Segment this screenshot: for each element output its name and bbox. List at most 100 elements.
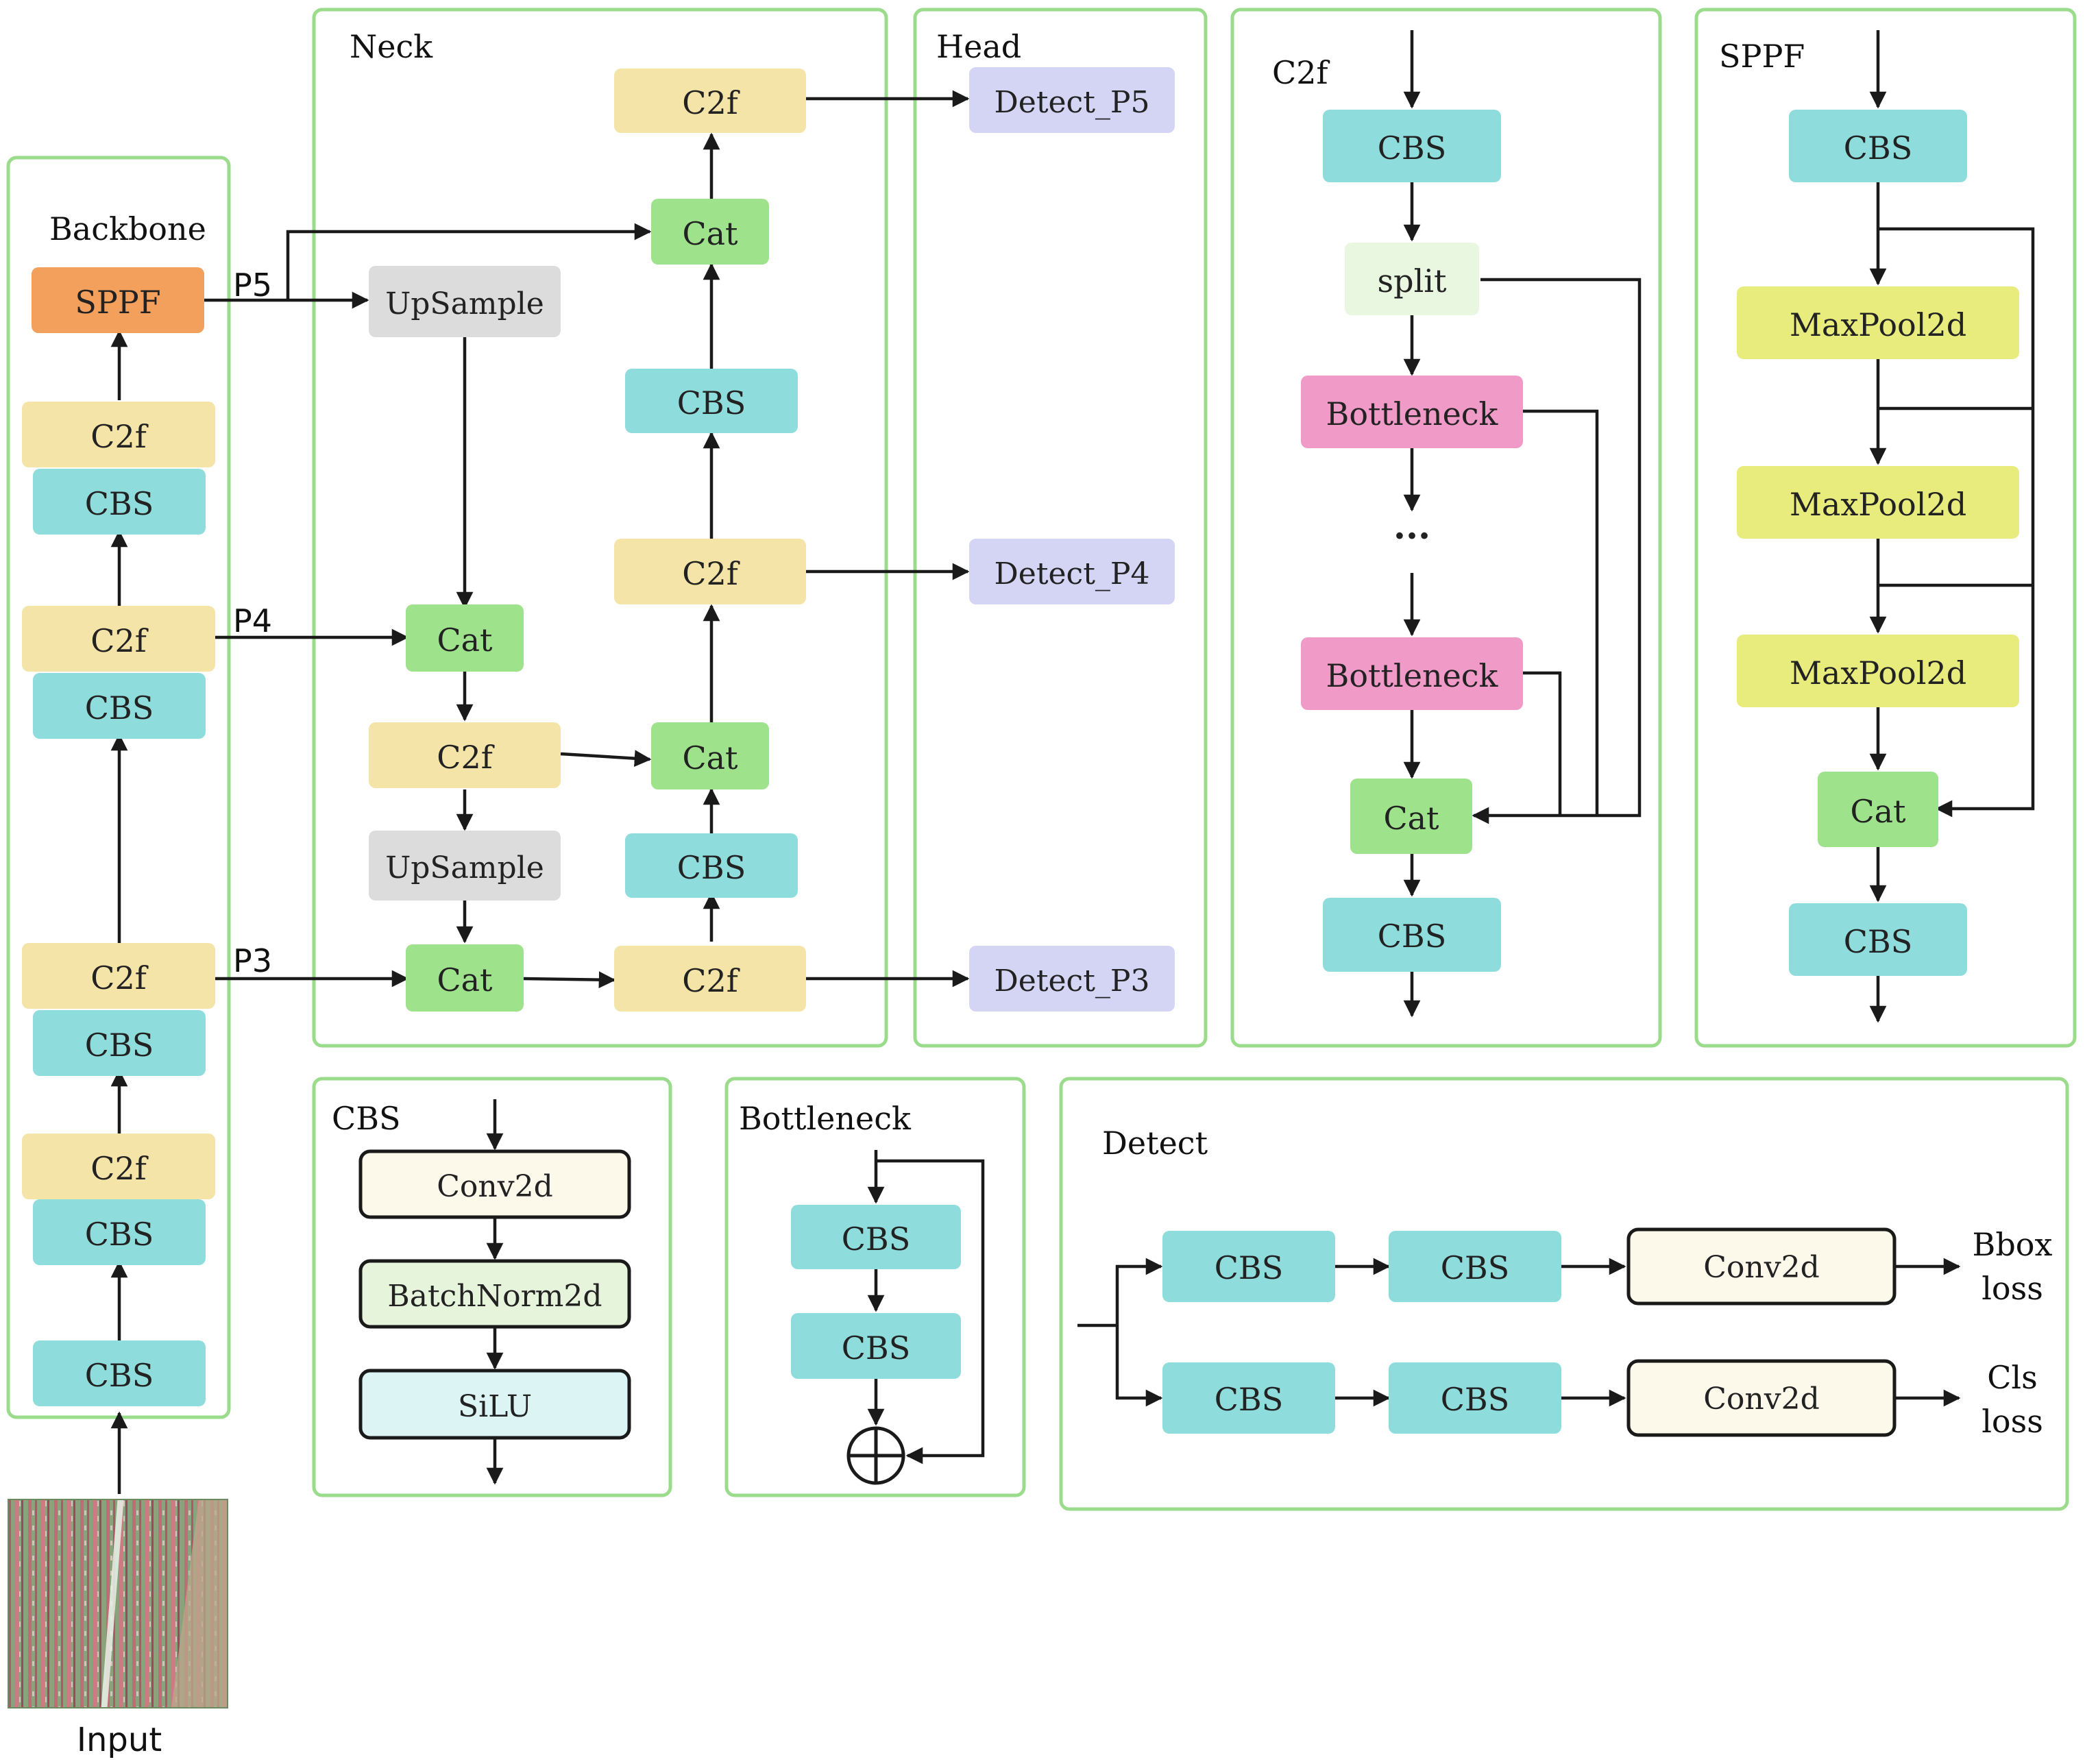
p3-label: P3	[233, 942, 272, 979]
bottleneck-title: Bottleneck	[739, 1100, 912, 1137]
cbs-title: CBS	[332, 1100, 401, 1137]
det-conv2d-top: Conv2d	[1626, 1227, 1897, 1306]
neck-cat-right: Cat	[651, 722, 769, 789]
c2f-cat-label: Cat	[1383, 800, 1439, 837]
backbone-c2f-1: C2f	[22, 402, 215, 467]
bn-cbs-label: CBS	[842, 1221, 911, 1258]
neck-panel	[312, 8, 888, 1048]
det-conv2d-label: Conv2d	[1703, 1382, 1820, 1417]
det-cbs-label: CBS	[1215, 1381, 1284, 1418]
backbone-cbs-1: CBS	[33, 469, 206, 535]
det-conv2d-bottom: Conv2d	[1626, 1359, 1897, 1437]
backbone-c2f-label: C2f	[90, 418, 148, 455]
c2f-panel	[1230, 8, 1662, 1048]
det-cbs-b2: CBS	[1389, 1362, 1561, 1434]
sppf-cat-label: Cat	[1850, 793, 1906, 830]
bn-cbs-2: CBS	[791, 1313, 961, 1379]
head-blocks: Detect_P5 Detect_P4 Detect_P3	[969, 67, 1175, 1012]
detect-detail-blocks: CBS CBS Conv2d CBS CBS Conv2d Bbox loss …	[1162, 1226, 2052, 1440]
bn-cbs-label: CBS	[842, 1330, 911, 1367]
detect-title: Detect	[1102, 1125, 1208, 1162]
neck-cat-label: Cat	[437, 961, 493, 999]
backbone-title: Backbone	[49, 210, 206, 247]
neck-cat-top: Cat	[651, 199, 769, 265]
arrow-detect-branch-bottom	[1115, 1325, 1163, 1407]
neck-c2f-label: C2f	[682, 962, 740, 999]
cbs-silu: SiLU	[358, 1369, 631, 1440]
c2f-title: C2f	[1272, 54, 1330, 91]
neck-cat-label: Cat	[682, 215, 738, 252]
sppf-cbs-label: CBS	[1844, 923, 1913, 960]
sppf-cbs-top: CBS	[1789, 110, 1967, 182]
sppf-maxpool-1: MaxPool2d	[1737, 286, 2019, 359]
c2f-bottleneck-label: Bottleneck	[1326, 657, 1499, 694]
backbone-c2f-label: C2f	[90, 959, 148, 996]
det-cbs-t2: CBS	[1389, 1231, 1561, 1302]
neck-c2f-label: C2f	[682, 84, 740, 121]
det-cbs-t1: CBS	[1162, 1231, 1335, 1302]
bbox-loss-line2: loss	[1982, 1270, 2043, 1307]
neck-blocks: C2f Cat UpSample CBS C2f Cat C2f Cat	[369, 69, 806, 1012]
bottleneck-detail-blocks: CBS CBS	[791, 1205, 961, 1485]
detect-panel	[1059, 1077, 2069, 1511]
c2f-split: split	[1345, 243, 1479, 315]
sppf-maxpool-label: MaxPool2d	[1790, 486, 1966, 523]
sppf-cat: Cat	[1818, 772, 1938, 847]
cbs-batchnorm-label: BatchNorm2d	[387, 1279, 602, 1314]
sppf-maxpool-3: MaxPool2d	[1737, 635, 2019, 707]
backbone-cbs-label: CBS	[85, 1357, 154, 1394]
cbs-conv2d: Conv2d	[358, 1149, 631, 1219]
arrow-bn-residual	[876, 1159, 985, 1465]
head-panel	[913, 8, 1208, 1048]
p5-label: P5	[233, 267, 272, 304]
bbox-loss-line1: Bbox	[1973, 1226, 2053, 1263]
backbone-cbs-label: CBS	[85, 1027, 154, 1064]
backbone-c2f-label: C2f	[90, 622, 148, 659]
backbone-blocks: SPPF C2f CBS C2f CBS C2f CBS C2f	[22, 267, 272, 1406]
neck-c2f-p3: C2f	[614, 946, 806, 1012]
c2f-bottleneck-2: Bottleneck	[1301, 637, 1523, 710]
head-title: Head	[936, 28, 1021, 65]
c2f-cbs-label: CBS	[1378, 918, 1447, 955]
c2f-cbs-label: CBS	[1378, 130, 1447, 167]
backbone-cbs-2: CBS	[33, 673, 206, 739]
line-bottleneck1-to-cat	[1523, 409, 1599, 816]
detect-p4-label: Detect_P4	[995, 556, 1150, 591]
cbs-silu-label: SiLU	[458, 1389, 532, 1424]
line-bottleneck2-to-cat	[1523, 671, 1562, 816]
backbone-c2f-label: C2f	[90, 1150, 148, 1187]
sppf-title: SPPF	[1719, 38, 1805, 75]
neck-cat-p4: Cat	[406, 604, 524, 672]
sppf-maxpool-label: MaxPool2d	[1790, 306, 1966, 343]
backbone-sppf-block: SPPF	[32, 267, 204, 333]
backbone-cbs-label: CBS	[85, 1216, 154, 1253]
neck-title: Neck	[350, 28, 433, 65]
arrow-split-to-cat	[1472, 278, 1642, 824]
neck-cbs-bottom: CBS	[625, 833, 798, 898]
c2f-cbs-bottom: CBS	[1323, 898, 1501, 972]
neck-cbs-label: CBS	[677, 384, 746, 421]
det-cbs-label: CBS	[1441, 1381, 1510, 1418]
c2f-detail-blocks: CBS split Bottleneck ··· Bottleneck Cat …	[1301, 110, 1523, 972]
backbone-cbs-label: CBS	[85, 485, 154, 522]
sppf-cbs-bottom: CBS	[1789, 903, 1967, 976]
neck-cat-label: Cat	[437, 622, 493, 659]
sppf-detail-blocks: CBS MaxPool2d MaxPool2d MaxPool2d Cat CB…	[1737, 110, 2019, 976]
backbone-cbs-label: CBS	[85, 689, 154, 726]
arrow-c2f-to-right-cat	[560, 750, 652, 767]
c2f-cbs-top: CBS	[1323, 110, 1501, 182]
arrow-cat-to-c2f-p3	[523, 971, 616, 989]
cbs-batchnorm: BatchNorm2d	[358, 1259, 631, 1329]
det-cbs-label: CBS	[1215, 1249, 1284, 1286]
neck-cat-p3: Cat	[406, 944, 524, 1012]
backbone-sppf-label: SPPF	[75, 284, 160, 321]
arrow-p5-to-top-cat	[286, 223, 652, 300]
neck-c2f-left: C2f	[369, 722, 561, 788]
arrow-sppf-skip	[1878, 227, 2035, 818]
panel-titles: Backbone Neck Head C2f SPPF CBS Bottlene…	[49, 28, 1805, 1162]
neck-cat-label: Cat	[682, 739, 738, 776]
bottleneck-panel	[724, 1077, 1026, 1497]
det-conv2d-label: Conv2d	[1703, 1250, 1820, 1285]
c2f-split-label: split	[1378, 262, 1447, 299]
